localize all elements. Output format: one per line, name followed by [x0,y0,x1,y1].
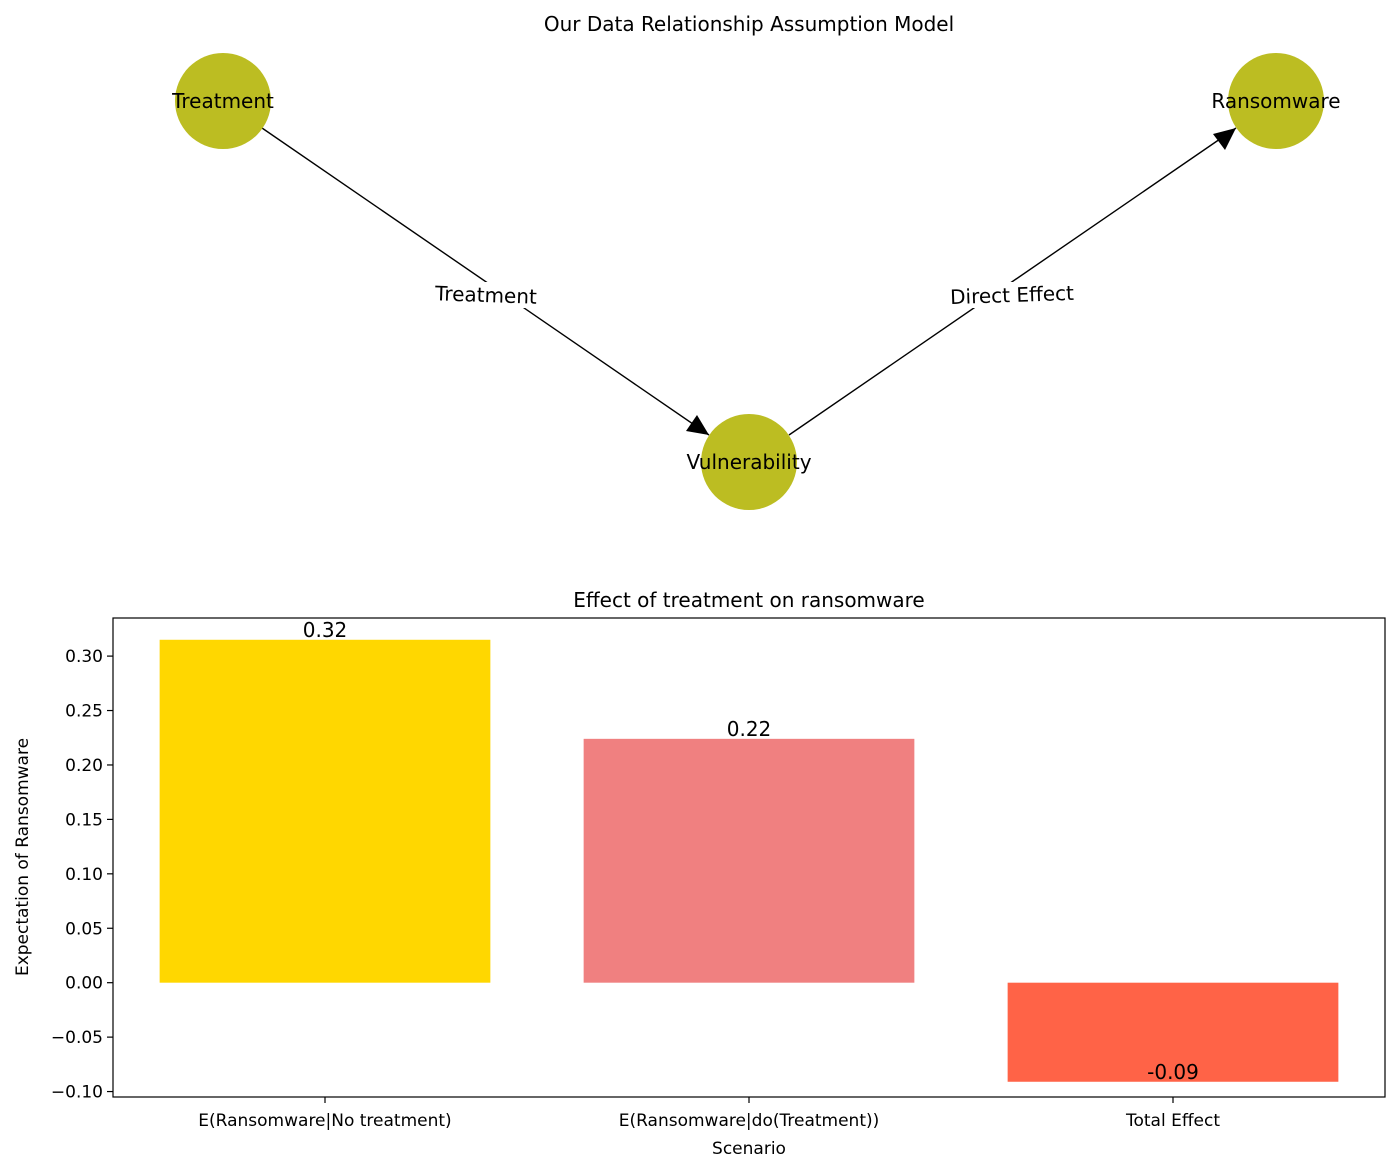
x-tick-label: Total Effect [1125,1111,1220,1131]
y-axis-label: Expectation of Ransomware [13,738,33,976]
y-axis: −0.10 −0.05 0.00 0.05 0.10 0.15 0.20 0.25 0.30 [51,647,113,1103]
y-tick-label: 0.05 [65,919,103,939]
y-tick-label: −0.05 [51,1028,103,1048]
bar [1007,982,1339,1082]
node-label: Vulnerability [686,450,811,474]
causal-diagram: Our Data Relationship Assumption Model T… [171,12,1341,510]
arrowhead-icon [686,415,709,435]
y-tick-label: 0.30 [65,647,103,667]
edge-label-treatment-text: Treatment [434,281,538,309]
bar-chart: Effect of treatment on ransomware 0.320.… [13,588,1386,1159]
edge-label-direct-effect: Direct Effect [938,281,1088,309]
edge-label-direct-effect-text: Direct Effect [950,281,1075,309]
x-tick-label: E(Ransomware|No treatment) [198,1111,451,1131]
node-label: Ransomware [1211,89,1340,113]
node-ransomware: Ransomware [1211,53,1341,149]
node-circle [1228,53,1324,149]
bar [159,639,491,983]
y-tick-label: 0.20 [65,756,103,776]
bar-value-label: 0.22 [727,717,772,741]
bar-value-label: -0.09 [1147,1060,1199,1084]
chart-title: Effect of treatment on ransomware [573,588,925,612]
arrowhead-icon [1213,128,1236,150]
edge-treatment-to-vulnerability [261,127,710,436]
x-tick-label: E(Ransomware|do(Treatment)) [619,1111,880,1131]
bar-value-label: 0.32 [303,618,348,642]
value-labels-group: 0.32 0.22 -0.09 [303,618,1199,1084]
y-tick-label: 0.25 [65,702,103,722]
x-axis: E(Ransomware|No treatment) E(Ransomware|d… [198,1097,1220,1131]
node-label: Treatment [171,89,274,113]
y-tick-label: 0.00 [65,974,103,994]
node-vulnerability: Vulnerability [686,414,812,510]
plot-frame [112,617,1386,1098]
x-axis-label: Scenario [712,1139,786,1159]
diagram-title: Our Data Relationship Assumption Model [544,12,954,36]
bar [583,738,915,983]
node-circle [175,53,271,149]
bars-group [159,639,1339,1082]
y-tick-label: 0.15 [65,810,103,830]
y-tick-label: 0.10 [65,865,103,885]
y-tick-label: −0.10 [51,1083,103,1103]
node-treatment: Treatment [171,53,274,149]
edge-vulnerability-to-ransomware [788,127,1237,436]
edge-label-treatment: Treatment [425,281,547,309]
node-circle [701,414,797,510]
